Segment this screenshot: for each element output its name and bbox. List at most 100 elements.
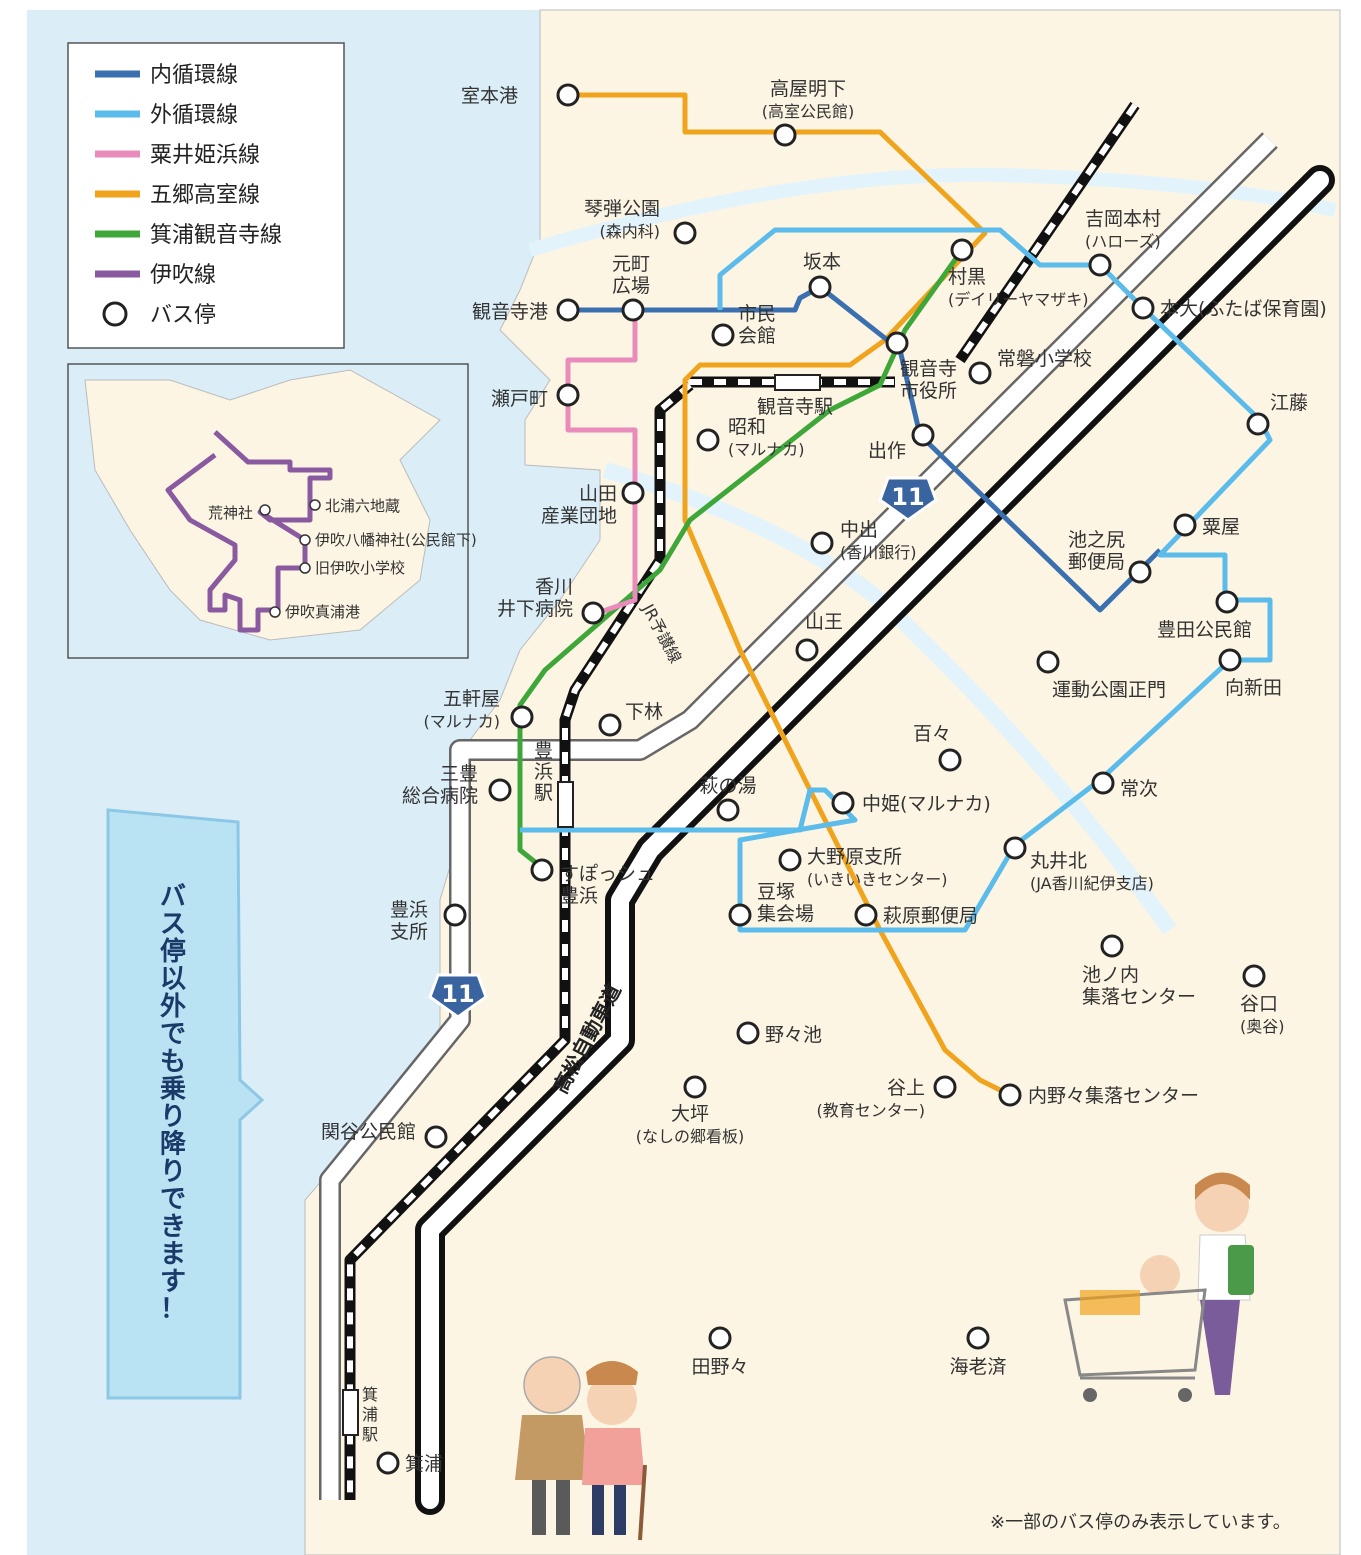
inset-stop-3 [299, 562, 311, 574]
bus-stop-41[interactable] [683, 1075, 707, 1099]
bus-stop-31[interactable] [1091, 771, 1115, 795]
bus-stop-label-13-0: 昭和 [728, 416, 766, 438]
bus-stop-33[interactable] [1003, 836, 1027, 860]
bus-stop-26[interactable] [598, 713, 622, 737]
station-kanonji-label: 観音寺駅 [757, 396, 833, 418]
bus-stop-7[interactable] [950, 238, 974, 262]
bus-stop-label-22-0: 山王 [805, 611, 843, 633]
bus-stop-46[interactable] [966, 1326, 990, 1350]
bus-stop-23[interactable] [1218, 648, 1242, 672]
bus-stop-8[interactable] [1088, 253, 1112, 277]
bus-stop-14[interactable] [911, 423, 935, 447]
bus-stop-label-5-1: 会館 [738, 325, 776, 347]
bus-stop-43[interactable] [998, 1083, 1022, 1107]
bus-stop-6[interactable] [808, 275, 832, 299]
bus-stop-label-14-0: 出作 [868, 440, 906, 462]
bus-stop-22[interactable] [795, 638, 819, 662]
bus-stop-47[interactable] [376, 1451, 400, 1475]
bus-stop-45[interactable] [708, 1326, 732, 1350]
bus-stop-label-8-0: 吉岡本村 [1085, 208, 1161, 230]
bus-stop-label-15-0: 江藤 [1270, 392, 1308, 414]
bus-stop-9[interactable] [1131, 296, 1155, 320]
legend-label-2: 粟井姫浜線 [150, 143, 260, 168]
bus-stop-44[interactable] [424, 1125, 448, 1149]
bus-stop-20[interactable] [581, 601, 605, 625]
inset-stop-label-3: 旧伊吹小学校 [315, 559, 405, 577]
inset-stop-label-1: 北浦六地蔵 [325, 497, 400, 515]
bus-stop-39[interactable] [1242, 964, 1266, 988]
bus-stop-label-13-1: (マルナカ) [728, 440, 805, 459]
legend-label-5: 伊吹線 [150, 263, 216, 288]
bus-stop-label-5-0: 市民 [738, 303, 776, 325]
bus-stop-5[interactable] [711, 323, 735, 347]
bus-stop-25[interactable] [510, 705, 534, 729]
callout-char-9: 降 [160, 1130, 187, 1160]
bus-stop-label-25-1: (マルナカ) [424, 712, 501, 731]
bus-stop-label-1-0: 高屋明下 [770, 78, 846, 100]
bus-stop-label-10-1: 市役所 [900, 380, 957, 402]
bus-stop-35[interactable] [443, 903, 467, 927]
inset-stop-2 [299, 534, 311, 546]
bus-stop-19[interactable] [1128, 560, 1152, 584]
bus-stop-label-16-1: 産業団地 [541, 505, 617, 527]
bus-stop-17[interactable] [810, 531, 834, 555]
callout-char-0: バ [160, 882, 186, 912]
bus-stop-2[interactable] [673, 221, 697, 245]
bus-stop-30[interactable] [831, 791, 855, 815]
bus-stop-15[interactable] [1246, 412, 1270, 436]
inset-stop-label-2: 伊吹八幡神社(公民館下) [315, 531, 477, 549]
bus-stop-label-39-1: (奥谷) [1240, 1017, 1285, 1036]
inset-map: 荒神社 北浦六地蔵 伊吹八幡神社(公民館下) 旧伊吹小学校 伊吹真浦港 [67, 363, 477, 659]
bus-stop-28[interactable] [488, 778, 512, 802]
bus-stop-label-37-0: 萩原郵便局 [883, 905, 978, 927]
bus-stop-38[interactable] [1100, 934, 1124, 958]
station-minoura-label-1: 浦 [362, 1405, 378, 1424]
bus-stop-label-30-0: 中姫(マルナカ) [862, 793, 991, 815]
legend-stop-label: バス停 [150, 303, 216, 328]
bus-stop-18[interactable] [1173, 513, 1197, 537]
bus-stop-32[interactable] [778, 848, 802, 872]
bus-stop-13[interactable] [696, 428, 720, 452]
bus-stop-0[interactable] [556, 83, 580, 107]
bus-stop-label-29-0: 萩の湯 [699, 775, 756, 797]
callout-char-7: 乗 [160, 1075, 186, 1105]
bus-stop-11[interactable] [968, 361, 992, 385]
bus-stop-label-46-0: 海老済 [949, 1356, 1006, 1378]
callout-char-11: で [160, 1185, 186, 1215]
bus-stop-label-32-1: (いきいきセンター) [807, 870, 948, 889]
bus-stop-36[interactable] [728, 903, 752, 927]
callout-char-8: り [160, 1102, 186, 1132]
bus-stop-label-28-1: 総合病院 [402, 785, 478, 807]
bus-stop-21[interactable] [1215, 590, 1239, 614]
bus-stop-42[interactable] [933, 1075, 957, 1099]
callout-char-4: 外 [160, 992, 186, 1022]
bus-stop-label-25-0: 五軒屋 [443, 688, 500, 710]
bus-stop-16[interactable] [621, 481, 645, 505]
bus-stop-label-32-0: 大野原支所 [807, 846, 902, 868]
bus-stop-1[interactable] [773, 123, 797, 147]
bus-stop-4[interactable] [556, 298, 580, 322]
bus-stop-label-3-0: 元町 [612, 253, 650, 275]
bus-stop-27[interactable] [938, 748, 962, 772]
bus-stop-label-35-1: 支所 [390, 921, 428, 943]
callout-char-5: で [160, 1020, 186, 1050]
bus-stop-24[interactable] [1036, 650, 1060, 674]
bus-stop-29[interactable] [716, 798, 740, 822]
inset-stop-label-0: 荒神社 [208, 504, 253, 522]
bus-stop-12[interactable] [556, 383, 580, 407]
legend-label-4: 箕浦観音寺線 [150, 223, 282, 248]
bus-stop-label-47-0: 箕浦 [405, 1453, 443, 1475]
bus-stop-3[interactable] [621, 298, 645, 322]
callout-char-1: ス [160, 910, 186, 940]
bus-stop-10[interactable] [885, 331, 909, 355]
bus-stop-40[interactable] [736, 1021, 760, 1045]
station-toyohama: 豊 浜 駅 [534, 740, 574, 828]
bus-stop-37[interactable] [854, 903, 878, 927]
bus-stop-label-3-1: 広場 [612, 275, 650, 297]
bus-stop-label-42-1: (教育センター) [817, 1101, 926, 1120]
bus-stop-label-35-0: 豊浜 [390, 899, 428, 921]
bus-stop-34[interactable] [530, 858, 554, 882]
bus-stop-label-7-0: 村黒 [948, 266, 986, 288]
bus-stop-label-43-0: 内野々集落センター [1028, 1085, 1199, 1107]
